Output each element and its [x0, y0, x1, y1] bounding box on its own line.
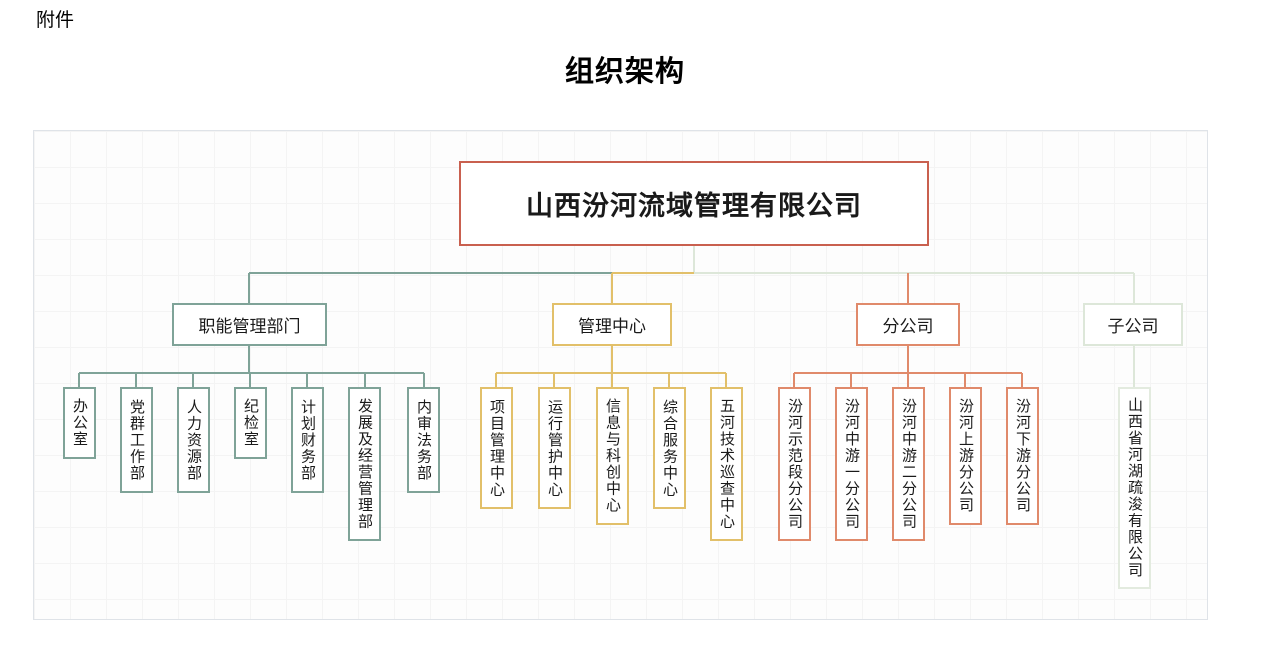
leaf-label: 汾河中游二分公司: [900, 398, 917, 530]
leaf-label: 汾河下游分公司: [1014, 398, 1031, 514]
leaf-label: 信息与科创中心: [604, 398, 621, 514]
leaf-node[interactable]: 山西省河湖疏浚有限公司: [1118, 387, 1151, 589]
leaf-label: 办公室: [71, 398, 88, 448]
leaf-node[interactable]: 发展及经营管理部: [348, 387, 381, 541]
leaf-label: 山西省河湖疏浚有限公司: [1126, 397, 1143, 579]
leaf-node[interactable]: 项目管理中心: [480, 387, 513, 509]
node-label: 管理中心: [578, 317, 646, 336]
leaf-label: 计划财务部: [299, 398, 316, 482]
leaf-label: 发展及经营管理部: [356, 398, 373, 530]
leaf-node[interactable]: 纪检室: [234, 387, 267, 459]
leaf-node[interactable]: 汾河中游二分公司: [892, 387, 925, 541]
leaf-label: 运行管护中心: [546, 398, 563, 498]
leaf-node[interactable]: 汾河示范段分公司: [778, 387, 811, 541]
leaf-label: 汾河中游一分公司: [843, 398, 860, 530]
node-root-label: 山西汾河流域管理有限公司: [526, 191, 862, 221]
connector-lines: [78, 246, 1135, 387]
leaf-node[interactable]: 汾河上游分公司: [949, 387, 982, 525]
leaf-label: 汾河示范段分公司: [786, 398, 803, 530]
node-management-centers[interactable]: 管理中心: [552, 303, 672, 346]
node-branch-companies[interactable]: 分公司: [856, 303, 960, 346]
node-label: 职能管理部门: [198, 317, 301, 336]
leaf-node[interactable]: 办公室: [63, 387, 96, 459]
node-subsidiary-companies[interactable]: 子公司: [1083, 303, 1183, 346]
leaf-label: 综合服务中心: [661, 398, 678, 498]
leaf-label: 内审法务部: [415, 398, 432, 482]
leaf-node[interactable]: 综合服务中心: [653, 387, 686, 509]
node-label: 分公司: [882, 317, 934, 336]
node-root[interactable]: 山西汾河流域管理有限公司: [459, 161, 929, 246]
leaf-node[interactable]: 人力资源部: [177, 387, 210, 493]
leaf-node[interactable]: 汾河下游分公司: [1006, 387, 1039, 525]
node-functional-departments[interactable]: 职能管理部门: [172, 303, 327, 346]
leaf-label: 项目管理中心: [488, 398, 505, 498]
leaf-node[interactable]: 内审法务部: [407, 387, 440, 493]
page-title: 组织架构: [564, 56, 685, 88]
leaf-node[interactable]: 计划财务部: [291, 387, 324, 493]
leaf-node[interactable]: 信息与科创中心: [596, 387, 629, 525]
leaf-label: 汾河上游分公司: [957, 398, 974, 514]
node-label: 子公司: [1107, 317, 1159, 336]
leaf-node[interactable]: 运行管护中心: [538, 387, 571, 509]
leaf-label: 纪检室: [242, 398, 259, 448]
leaf-label: 五河技术巡查中心: [718, 398, 735, 530]
leaf-label: 党群工作部: [128, 398, 145, 482]
leaf-node[interactable]: 党群工作部: [120, 387, 153, 493]
org-chart-canvas: 山西汾河流域管理有限公司 职能管理部门 管理中心 分公司 子公司 办公室 党群工…: [33, 130, 1208, 620]
leaf-label: 人力资源部: [185, 398, 202, 482]
leaf-node[interactable]: 汾河中游一分公司: [835, 387, 868, 541]
leaf-node[interactable]: 五河技术巡查中心: [710, 387, 743, 541]
attachment-label: 附件: [36, 10, 75, 31]
